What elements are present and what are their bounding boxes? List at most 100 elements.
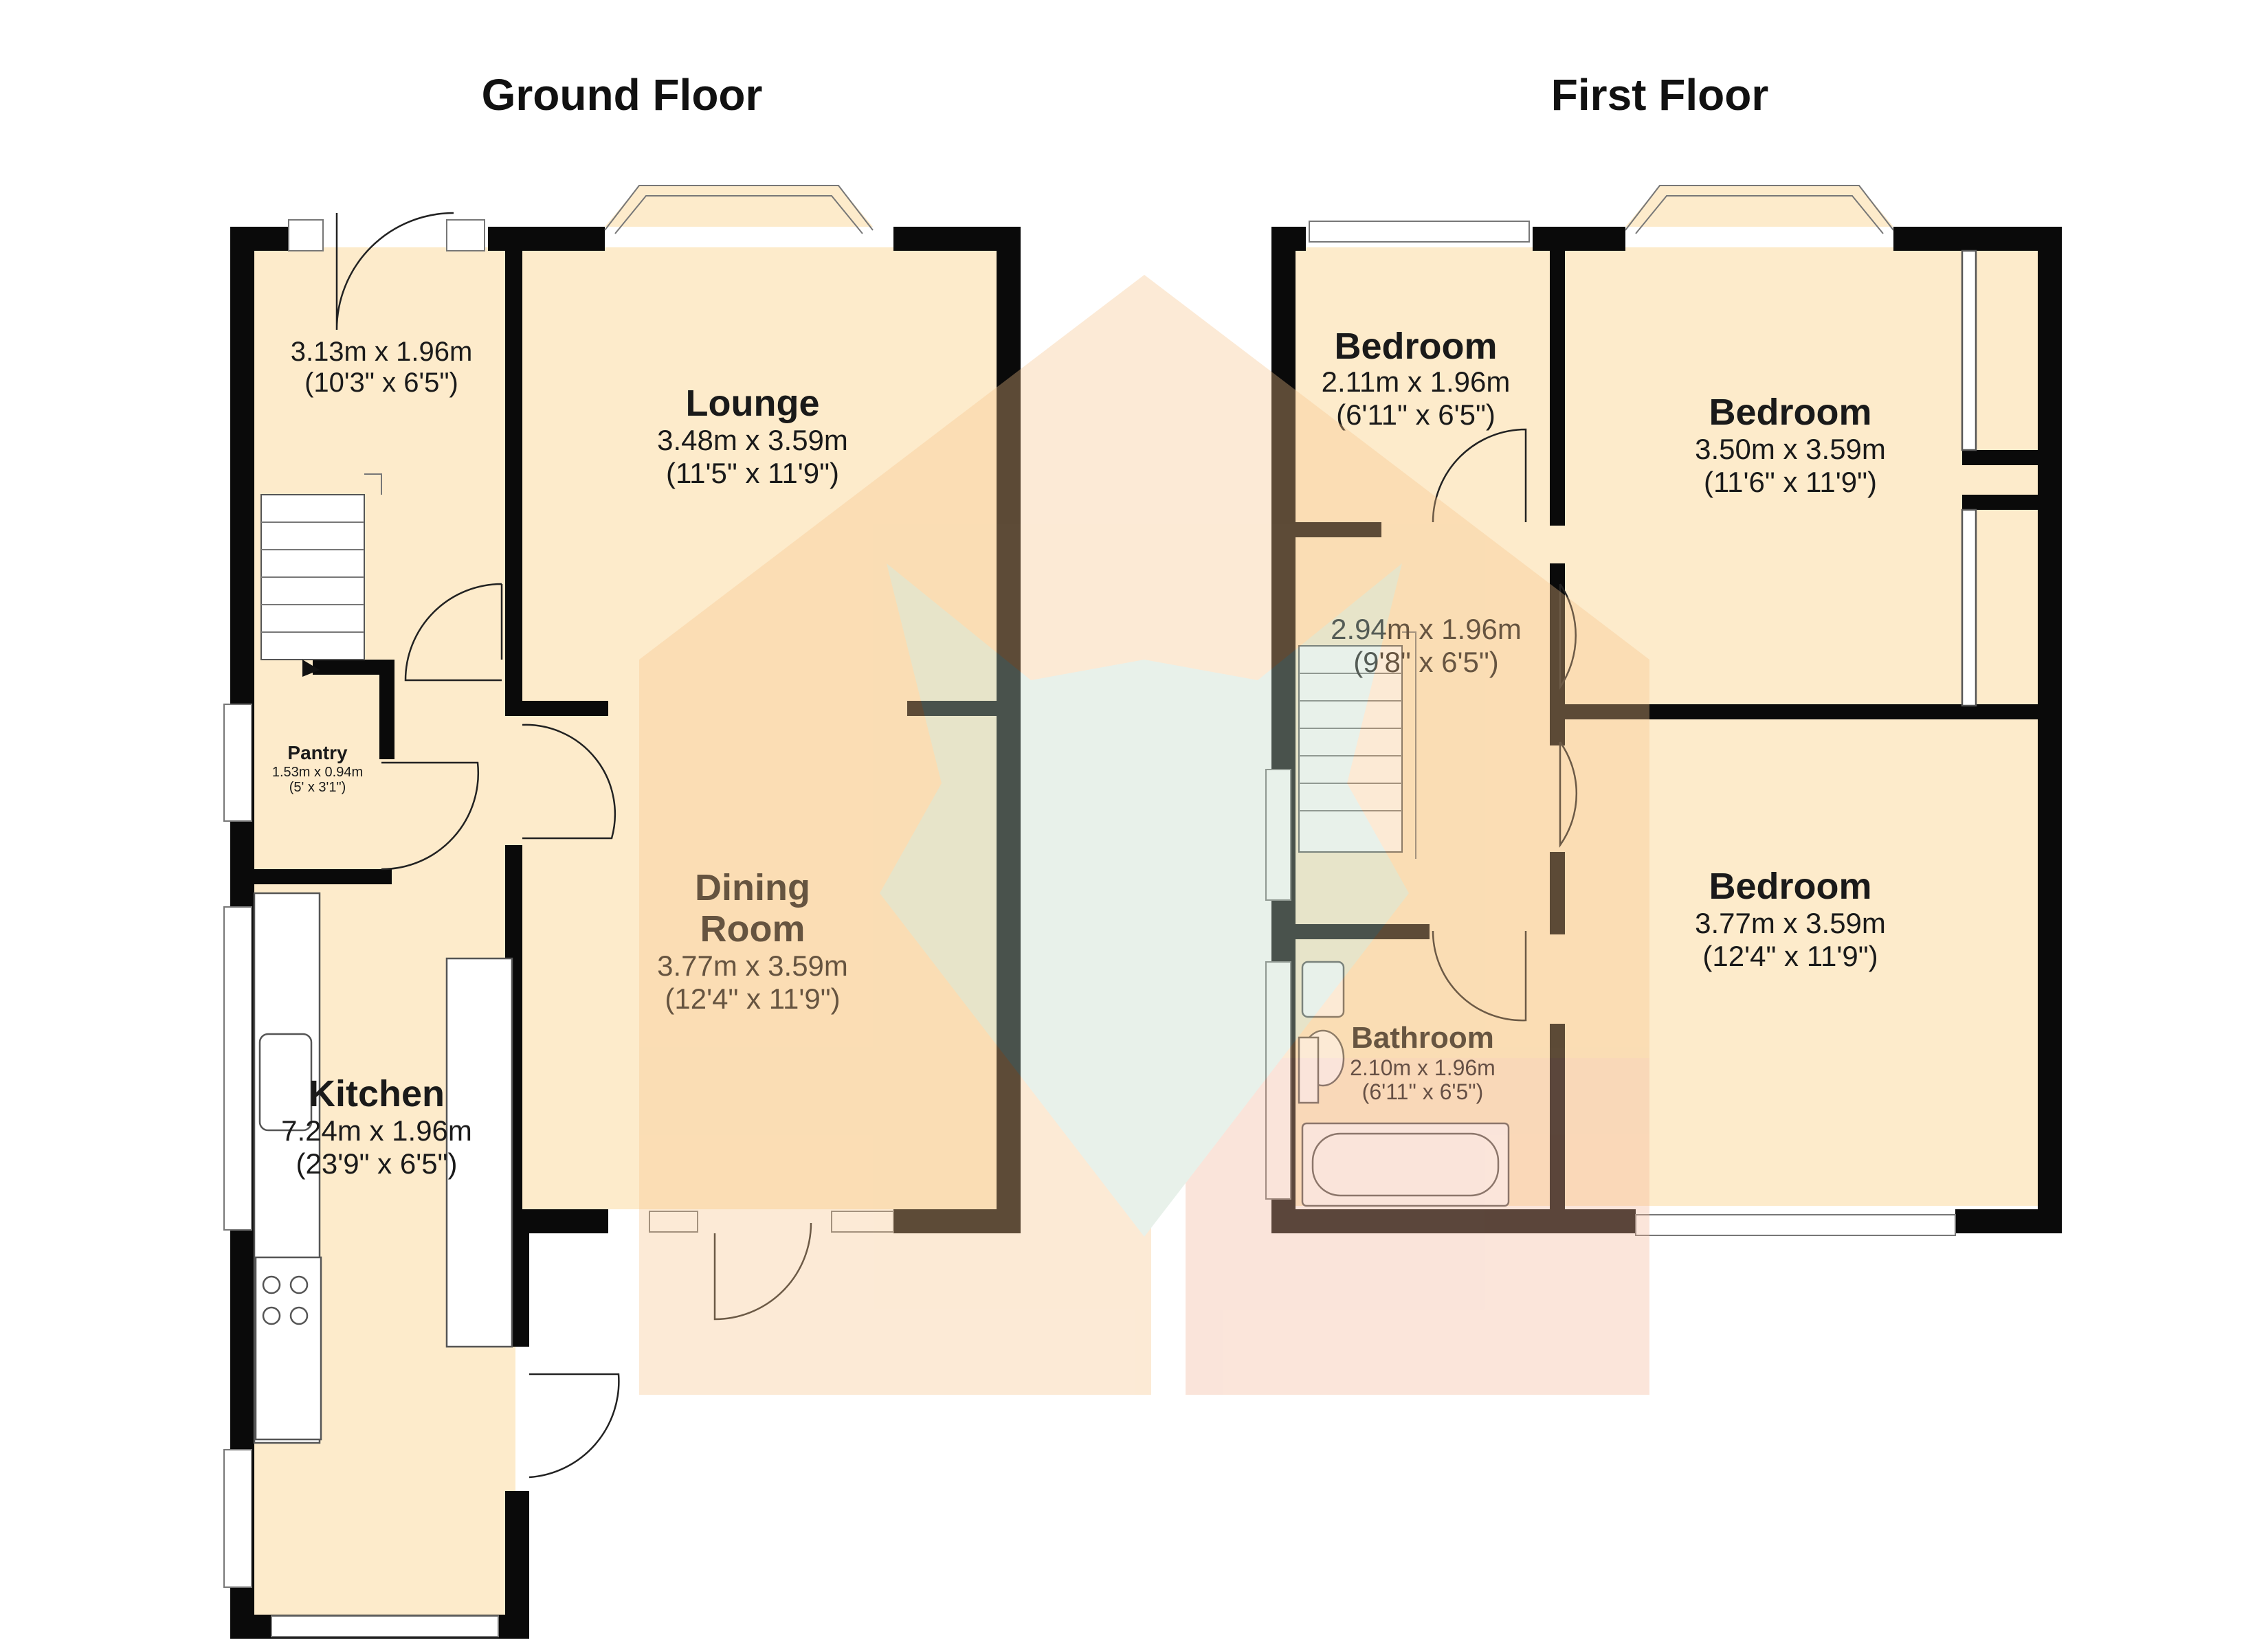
lounge-hall-return — [505, 701, 608, 716]
rear-bedroom-door[interactable] — [1559, 741, 1577, 848]
first-floor-fill — [1296, 247, 2041, 1206]
pantry-dim-ft: (5' x 3'1") — [289, 780, 346, 795]
landing-dim-ft: (9'8" x 6'5") — [1353, 646, 1499, 678]
hall-lounge-wall — [505, 247, 522, 701]
bedroom-bay-window — [1625, 185, 1894, 231]
wardrobe-door-upper[interactable] — [1961, 249, 1977, 451]
small-bedroom-dim-m: 2.11m x 1.96m — [1322, 366, 1511, 398]
wardrobe-divider-upper — [1962, 450, 2062, 465]
front-bedroom-name: Bedroom — [1709, 392, 1871, 433]
kitchen-worktop-east — [445, 957, 513, 1348]
ground-floor: Ground Floor 3.13m x 1.96m (10'3" x 6'5"… — [223, 70, 1021, 1639]
first-floor-stairs — [1298, 631, 1416, 859]
small-bedroom-dim-ft: (6'11" x 6'5") — [1336, 399, 1496, 431]
kitchen-window-upper — [223, 906, 252, 1231]
dining-hall-door[interactable] — [522, 723, 616, 840]
pantry-east-wall — [379, 660, 394, 759]
lounge-bay-window-inner — [614, 195, 863, 234]
bathroom-north-wall — [1296, 924, 1430, 939]
ground-stairs — [260, 473, 382, 677]
lounge-dining-nib — [907, 701, 1000, 716]
bathroom-dim-ft: (6'11" x 6'5") — [1362, 1079, 1484, 1104]
kitchen-south-window — [271, 1615, 499, 1637]
kitchen-east-wall-low — [505, 1491, 529, 1639]
hall-door[interactable] — [404, 583, 503, 682]
lounge-north-wall-right — [893, 227, 1021, 251]
bathroom-door[interactable] — [1432, 930, 1527, 1022]
rear-bedroom-window — [1635, 1214, 1956, 1236]
bedroom-divider-nib — [1550, 704, 1565, 745]
dining-window-left — [649, 1211, 698, 1233]
hall-window-left — [288, 219, 324, 251]
kitchen-back-door[interactable] — [529, 1373, 620, 1479]
rear-bedroom-name: Bedroom — [1709, 866, 1871, 907]
pantry-window — [223, 704, 252, 822]
bathroom-name: Bathroom — [1351, 1021, 1494, 1055]
front-bedroom-dim-m: 3.50m x 3.59m — [1695, 433, 1886, 465]
rear-bedroom-dim-m: 3.77m x 3.59m — [1695, 907, 1886, 939]
bedroom-bay-fill — [1625, 186, 1893, 227]
bathroom-east-wall — [1550, 1024, 1565, 1209]
hall-dim-m: 3.13m x 1.96m — [291, 337, 473, 367]
fox-head-logo-icon — [639, 275, 1649, 1395]
hall-dim-ft: (10'3" x 6'5") — [304, 368, 458, 398]
pantry-name: Pantry — [287, 742, 348, 763]
kitchen-name: Kitchen — [309, 1073, 445, 1114]
lounge-dim-m: 3.48m x 3.59m — [657, 424, 848, 456]
small-bedroom-window — [1309, 221, 1530, 243]
kitchen-dim-ft: (23'9" x 6'5") — [296, 1147, 458, 1180]
kitchen-window-lower — [223, 1449, 252, 1588]
lounge-dim-ft: (11'5" x 11'9") — [666, 457, 839, 489]
dining-name-line2: Room — [700, 908, 805, 950]
dining-window-right — [831, 1211, 894, 1233]
pantry-north-wall — [313, 660, 392, 675]
first-north-wall-c — [1893, 227, 2062, 251]
first-floor: First Floor Bedroom 2.11m x 1.96m (6'11"… — [1265, 70, 2062, 1236]
toilet-cistern — [1298, 1036, 1320, 1104]
pantry-dim-m: 1.53m x 0.94m — [272, 765, 363, 780]
dining-dim-ft: (12'4" x 11'9") — [665, 983, 840, 1015]
hall-north-wall-right — [488, 227, 605, 251]
first-south-wall-left — [1271, 1209, 1636, 1233]
front-door[interactable] — [335, 212, 454, 330]
bedroom-bay-window-inner — [1635, 195, 1884, 234]
kitchen-dim-m: 7.24m x 1.96m — [281, 1114, 472, 1147]
lounge-name: Lounge — [686, 383, 820, 424]
dining-name-line1: Dining — [695, 867, 810, 908]
pantry-door[interactable] — [381, 761, 479, 871]
lounge-bay-window — [604, 185, 874, 231]
small-bedroom-door[interactable] — [1432, 428, 1527, 523]
front-bedroom-dim-ft: (11'6" x 11'9") — [1704, 466, 1877, 498]
lounge-bay-fill — [605, 186, 873, 227]
pantry-south-wall — [254, 869, 392, 884]
rear-bedroom-dim-ft: (12'4" x 11'9") — [1702, 940, 1878, 972]
kitchen-sink — [258, 1033, 313, 1132]
hob-icon — [254, 1256, 322, 1441]
first-floor-title: First Floor — [1551, 70, 1768, 120]
bathtub-inner — [1311, 1132, 1500, 1197]
dining-french-door[interactable] — [713, 1222, 812, 1321]
landing-window — [1265, 769, 1291, 901]
first-east-wall — [2038, 227, 2062, 1233]
landing-east-wall-b — [1550, 852, 1565, 934]
bathroom-window — [1265, 961, 1291, 1200]
bathroom-dim-m: 2.10m x 1.96m — [1350, 1055, 1496, 1080]
landing-dim-m: 2.94m x 1.96m — [1331, 613, 1522, 645]
small-bed-east-wall — [1550, 247, 1565, 526]
wardrobe-door-lower[interactable] — [1961, 508, 1977, 707]
first-north-wall-b — [1533, 227, 1625, 251]
front-bedroom-door[interactable] — [1559, 583, 1577, 691]
first-south-wall-right — [1955, 1209, 2062, 1233]
landing-east-wall-a — [1550, 563, 1565, 711]
first-north-wall-a — [1271, 227, 1306, 251]
small-bed-south-wall — [1296, 522, 1381, 537]
ground-east-wall — [997, 227, 1021, 1233]
wardrobe-divider-lower — [1962, 495, 2062, 510]
lounge-dining-fill — [515, 247, 997, 1209]
small-bedroom-name: Bedroom — [1334, 326, 1497, 367]
hall-window-right — [446, 219, 485, 251]
dining-dim-m: 3.77m x 3.59m — [657, 950, 848, 982]
bathroom-basin — [1301, 961, 1345, 1018]
ground-floor-title: Ground Floor — [482, 70, 763, 120]
